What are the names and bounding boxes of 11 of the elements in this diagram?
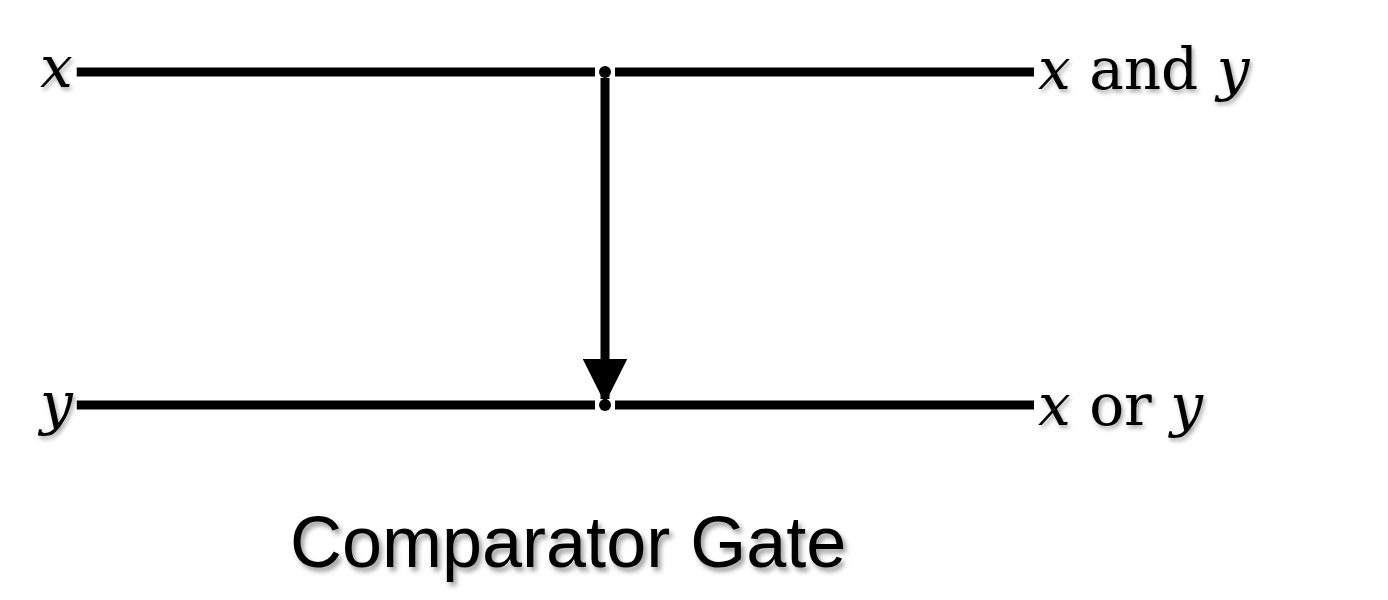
output-label: x or y [1038,370,1204,440]
junction-dot [599,66,611,78]
wire-line [615,400,1034,410]
wire-label: x [40,32,73,102]
wire-line [76,67,595,77]
wire-line [615,67,1034,77]
output-label: x and y [1038,34,1250,104]
wire-line [76,400,595,410]
junction-dot [599,399,611,411]
caption: Comparator Gate [290,501,847,584]
wire-label: y [40,368,73,438]
